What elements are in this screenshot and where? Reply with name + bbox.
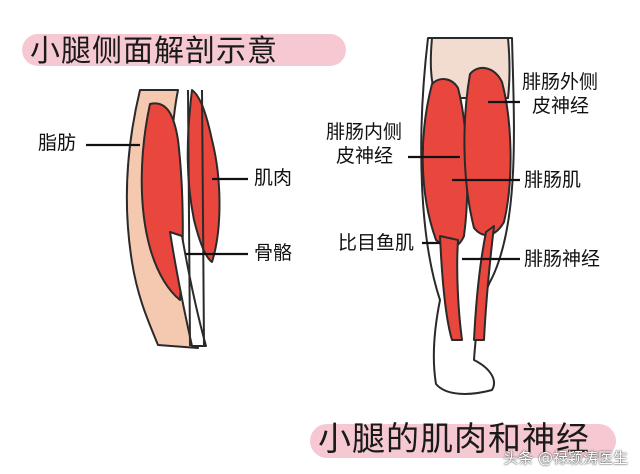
gastrocnemius-lateral bbox=[463, 66, 512, 237]
label-lateral-sural-nerve-line1: 腓肠外侧 bbox=[522, 71, 599, 93]
front-outline bbox=[201, 89, 205, 347]
left-leader-lines bbox=[86, 143, 248, 256]
label-sural-nerve: 腓肠神经 bbox=[524, 248, 601, 270]
tibia-bone bbox=[169, 231, 207, 347]
label-soleus: 比目鱼肌 bbox=[338, 232, 415, 254]
label-lateral-sural-nerve-line2: 皮神经 bbox=[532, 95, 590, 117]
watermark: 头条 @禄颖涛医生 bbox=[503, 449, 628, 467]
label-lateral-sural-nerve: 腓肠外侧 皮神经 bbox=[522, 70, 598, 118]
label-gastrocnemius: 腓肠肌 bbox=[524, 169, 582, 191]
back-view-leg bbox=[420, 37, 515, 395]
right-figure-title: 小腿的肌肉和神经 bbox=[318, 419, 590, 458]
label-medial-sural-nerve: 腓肠内侧 皮神经 bbox=[326, 120, 402, 168]
title-highlight-right bbox=[310, 424, 616, 458]
side-view-leg bbox=[125, 89, 221, 349]
label-medial-sural-nerve-line2: 皮神经 bbox=[336, 145, 394, 167]
label-muscle: 肌肉 bbox=[254, 167, 293, 189]
soleus-muscle-right bbox=[473, 225, 495, 341]
right-leader-lines bbox=[408, 100, 520, 261]
gastrocnemius-medial bbox=[421, 78, 469, 248]
left-figure-title: 小腿侧面解剖示意 bbox=[30, 34, 278, 69]
label-bone: 骨骼 bbox=[254, 242, 293, 264]
label-medial-sural-nerve-line1: 腓肠内侧 bbox=[326, 121, 403, 143]
soleus-muscle bbox=[439, 235, 463, 341]
shin-outline bbox=[187, 89, 191, 347]
title-highlight-left bbox=[22, 34, 346, 66]
label-fat: 脂肪 bbox=[38, 132, 77, 154]
